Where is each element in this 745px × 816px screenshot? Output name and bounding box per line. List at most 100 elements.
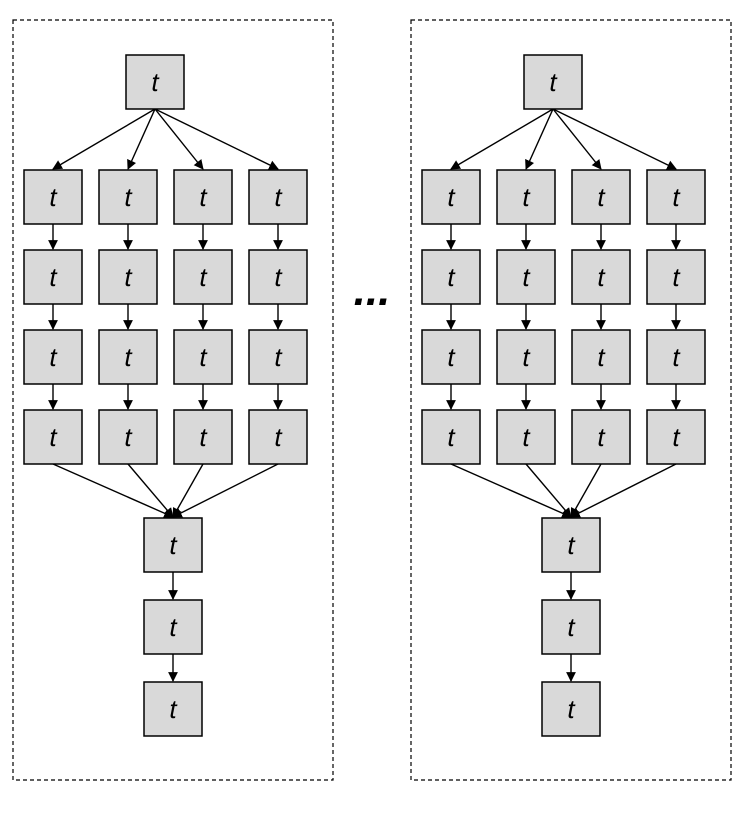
- group-2-tail-node-2-box: [541, 599, 601, 655]
- group-2-node-c1-r1-label: t: [447, 182, 456, 212]
- group-2-node-c1-r4-box: [421, 409, 481, 465]
- group-2-edge-root-col3: [552, 108, 602, 170]
- group-2-node-c2-r3-box: [496, 329, 556, 385]
- group-2-node-c3-r2: t: [571, 249, 631, 305]
- group-2-root-node: t: [523, 54, 583, 110]
- group-1-node-c1-r4-label: t: [49, 422, 58, 452]
- group-1-node-c2-r2-label: t: [124, 262, 133, 292]
- group-2-edge-root-col1: [450, 108, 554, 170]
- group-2-tail-node-2-label: t: [567, 612, 576, 642]
- group-1-node-c3-r3-label: t: [199, 342, 208, 372]
- group-2-node-c3-r4-label: t: [597, 422, 606, 452]
- group-1-node-c4-r4-label: t: [274, 422, 283, 452]
- group-1-tail-node-1-label: t: [169, 530, 178, 560]
- group-2-tail-node-1-box: [541, 517, 601, 573]
- group-2-node-c4-r2-label: t: [672, 262, 681, 292]
- group-1-node-c3-r1: t: [173, 169, 233, 225]
- group-1-node-c1-r2-label: t: [49, 262, 58, 292]
- group-1-edge-root-col2: [127, 108, 156, 170]
- group-1-node-c1-r3: t: [23, 329, 83, 385]
- ellipsis-separator: ...: [354, 266, 391, 315]
- group-2-node-c4-r4-box: [646, 409, 706, 465]
- group-1-node-c4-r3-box: [248, 329, 308, 385]
- group-2-node-c1-r2-label: t: [447, 262, 456, 292]
- group-2-node-c4-r2-box: [646, 249, 706, 305]
- group-1-edge-root-col4: [154, 108, 279, 170]
- group-2-node-c2-r1-label: t: [522, 182, 531, 212]
- group-1-edge-col2-merge: [127, 463, 174, 518]
- group-2-node-c4-r3-box: [646, 329, 706, 385]
- group-2-node-c2-r4-label: t: [522, 422, 531, 452]
- group-2-node-c1-r3-box: [421, 329, 481, 385]
- group-2-node-c1-r2: t: [421, 249, 481, 305]
- group-1-node-c4-r2: t: [248, 249, 308, 305]
- group-1-node-c4-r2-box: [248, 249, 308, 305]
- group-2-node-c3-r3-box: [571, 329, 631, 385]
- group-1-node-c2-r1-label: t: [124, 182, 133, 212]
- group-1-node-c2-r4: t: [98, 409, 158, 465]
- group-2-node-c3-r3: t: [571, 329, 631, 385]
- group-2-edge-col4-merge: [570, 463, 677, 518]
- group-1-node-c4-r2-label: t: [274, 262, 283, 292]
- group-1-node-c4-r1-box: [248, 169, 308, 225]
- group-2-node-c3-r4: t: [571, 409, 631, 465]
- group-1-node-c3-r3: t: [173, 329, 233, 385]
- group-1-node-c2-r3-label: t: [124, 342, 133, 372]
- group-2-node-c2-r3-label: t: [522, 342, 531, 372]
- group-2-tail-node-2: t: [541, 599, 601, 655]
- group-1-edge-col3-merge: [172, 463, 204, 518]
- group-1-node-c2-r3-box: [98, 329, 158, 385]
- group-1-node-c1-r3-box: [23, 329, 83, 385]
- group-2-edge-col3-merge: [570, 463, 602, 518]
- group-1-tail-node-2-box: [143, 599, 203, 655]
- group-1-node-c2-r1: t: [98, 169, 158, 225]
- group-2-root-node-box: [523, 54, 583, 110]
- group-1-edge-col4-merge: [172, 463, 279, 518]
- group-2-node-c1-r2-box: [421, 249, 481, 305]
- group-2-node-c3-r4-box: [571, 409, 631, 465]
- group-1-tail-node-1: t: [143, 517, 203, 573]
- group-2-node-c2-r3: t: [496, 329, 556, 385]
- group-2-node-c2-r2-box: [496, 249, 556, 305]
- group-1-node-c4-r3: t: [248, 329, 308, 385]
- group-2-node-c2-r2: t: [496, 249, 556, 305]
- group-2-node-c2-r1: t: [496, 169, 556, 225]
- group-1-node-c1-r4: t: [23, 409, 83, 465]
- group-1-node-c4-r4-box: [248, 409, 308, 465]
- group-1-tail-node-2-label: t: [169, 612, 178, 642]
- group-1-node-c1-r1: t: [23, 169, 83, 225]
- group-1-node-c3-r4-box: [173, 409, 233, 465]
- group-2-boundary: [410, 19, 732, 781]
- group-1-node-c1-r3-label: t: [49, 342, 58, 372]
- group-1-node-c2-r4-label: t: [124, 422, 133, 452]
- group-2-node-c3-r3-label: t: [597, 342, 606, 372]
- group-2-tail-node-3: t: [541, 681, 601, 737]
- group-1-root-node-box: [125, 54, 185, 110]
- group-1-node-c3-r1-label: t: [199, 182, 208, 212]
- group-2-node-c2-r4-box: [496, 409, 556, 465]
- group-2-node-c4-r1-label: t: [672, 182, 681, 212]
- group-2-node-c4-r1: t: [646, 169, 706, 225]
- group-2-node-c1-r1: t: [421, 169, 481, 225]
- group-2-node-c4-r2: t: [646, 249, 706, 305]
- group-2-node-c2-r4: t: [496, 409, 556, 465]
- group-2-edge-col1-merge: [450, 463, 572, 518]
- group-1-tail-node-3-label: t: [169, 694, 178, 724]
- group-2-edge-root-col4: [552, 108, 677, 170]
- group-1-node-c2-r2: t: [98, 249, 158, 305]
- group-2-tail-node-3-box: [541, 681, 601, 737]
- group-1-node-c4-r4: t: [248, 409, 308, 465]
- group-2-tail-node-1: t: [541, 517, 601, 573]
- group-2-node-c4-r4-label: t: [672, 422, 681, 452]
- group-1-node-c4-r1: t: [248, 169, 308, 225]
- group-1-edge-col1-merge: [52, 463, 174, 518]
- group-1-node-c4-r1-label: t: [274, 182, 283, 212]
- group-1-node-c3-r1-box: [173, 169, 233, 225]
- group-2-node-c4-r3-label: t: [672, 342, 681, 372]
- group-1-node-c2-r1-box: [98, 169, 158, 225]
- group-2-node-c2-r2-label: t: [522, 262, 531, 292]
- group-2-edge-root-col2: [525, 108, 554, 170]
- group-2-node-c3-r2-label: t: [597, 262, 606, 292]
- group-1-node-c2-r3: t: [98, 329, 158, 385]
